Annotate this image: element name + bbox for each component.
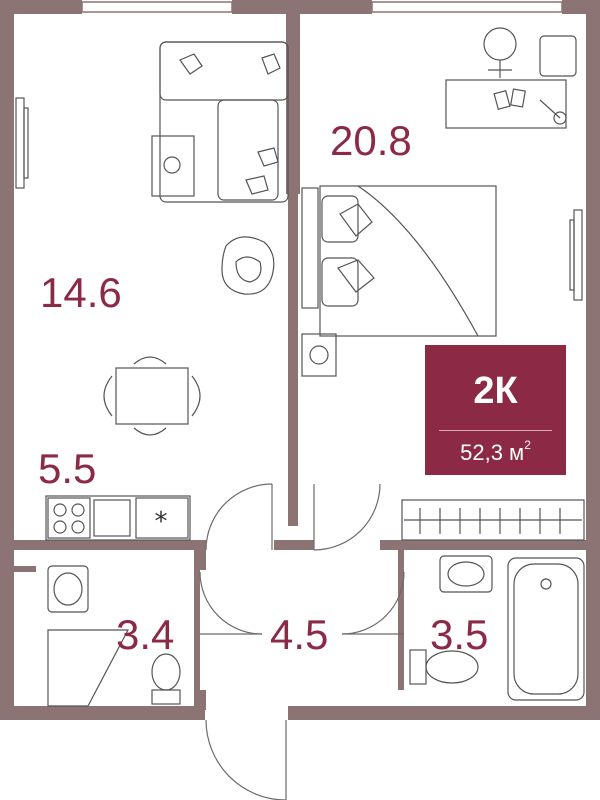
wardrobe [401, 499, 585, 541]
room-area-bathroom-right: 3.5 [430, 611, 489, 658]
walls [0, 0, 600, 720]
bathroom-left-fixtures [47, 565, 181, 707]
apartment-area-value: 52,3 м [460, 440, 525, 465]
dining-table [103, 356, 201, 436]
tv-right [569, 209, 583, 301]
apartment-area: 52,3 м2 [425, 438, 566, 466]
apartment-badge: 2К 52,3 м2 [425, 345, 566, 475]
snowflake-icon: * [155, 507, 168, 537]
bathroom-right-fixtures [409, 555, 585, 701]
sofa [159, 41, 289, 203]
bed [301, 185, 497, 337]
badge-divider [439, 430, 552, 431]
windows [81, 1, 563, 13]
apartment-type: 2К [473, 370, 518, 412]
armchair [221, 236, 275, 295]
room-area-hall: 4.5 [270, 611, 329, 658]
room-area-bathroom-left: 3.4 [116, 611, 175, 658]
rug [151, 135, 195, 197]
tv-left [15, 97, 29, 189]
room-area-kitchen: 5.5 [38, 445, 97, 492]
room-area-bedroom: 20.8 [330, 117, 412, 164]
room-area-living: 14.6 [40, 269, 122, 316]
area-unit-superscript: 2 [524, 438, 531, 452]
nightstand [301, 333, 337, 377]
desk [445, 27, 577, 129]
kitchen-counter [45, 495, 191, 541]
door-swings [199, 483, 405, 800]
